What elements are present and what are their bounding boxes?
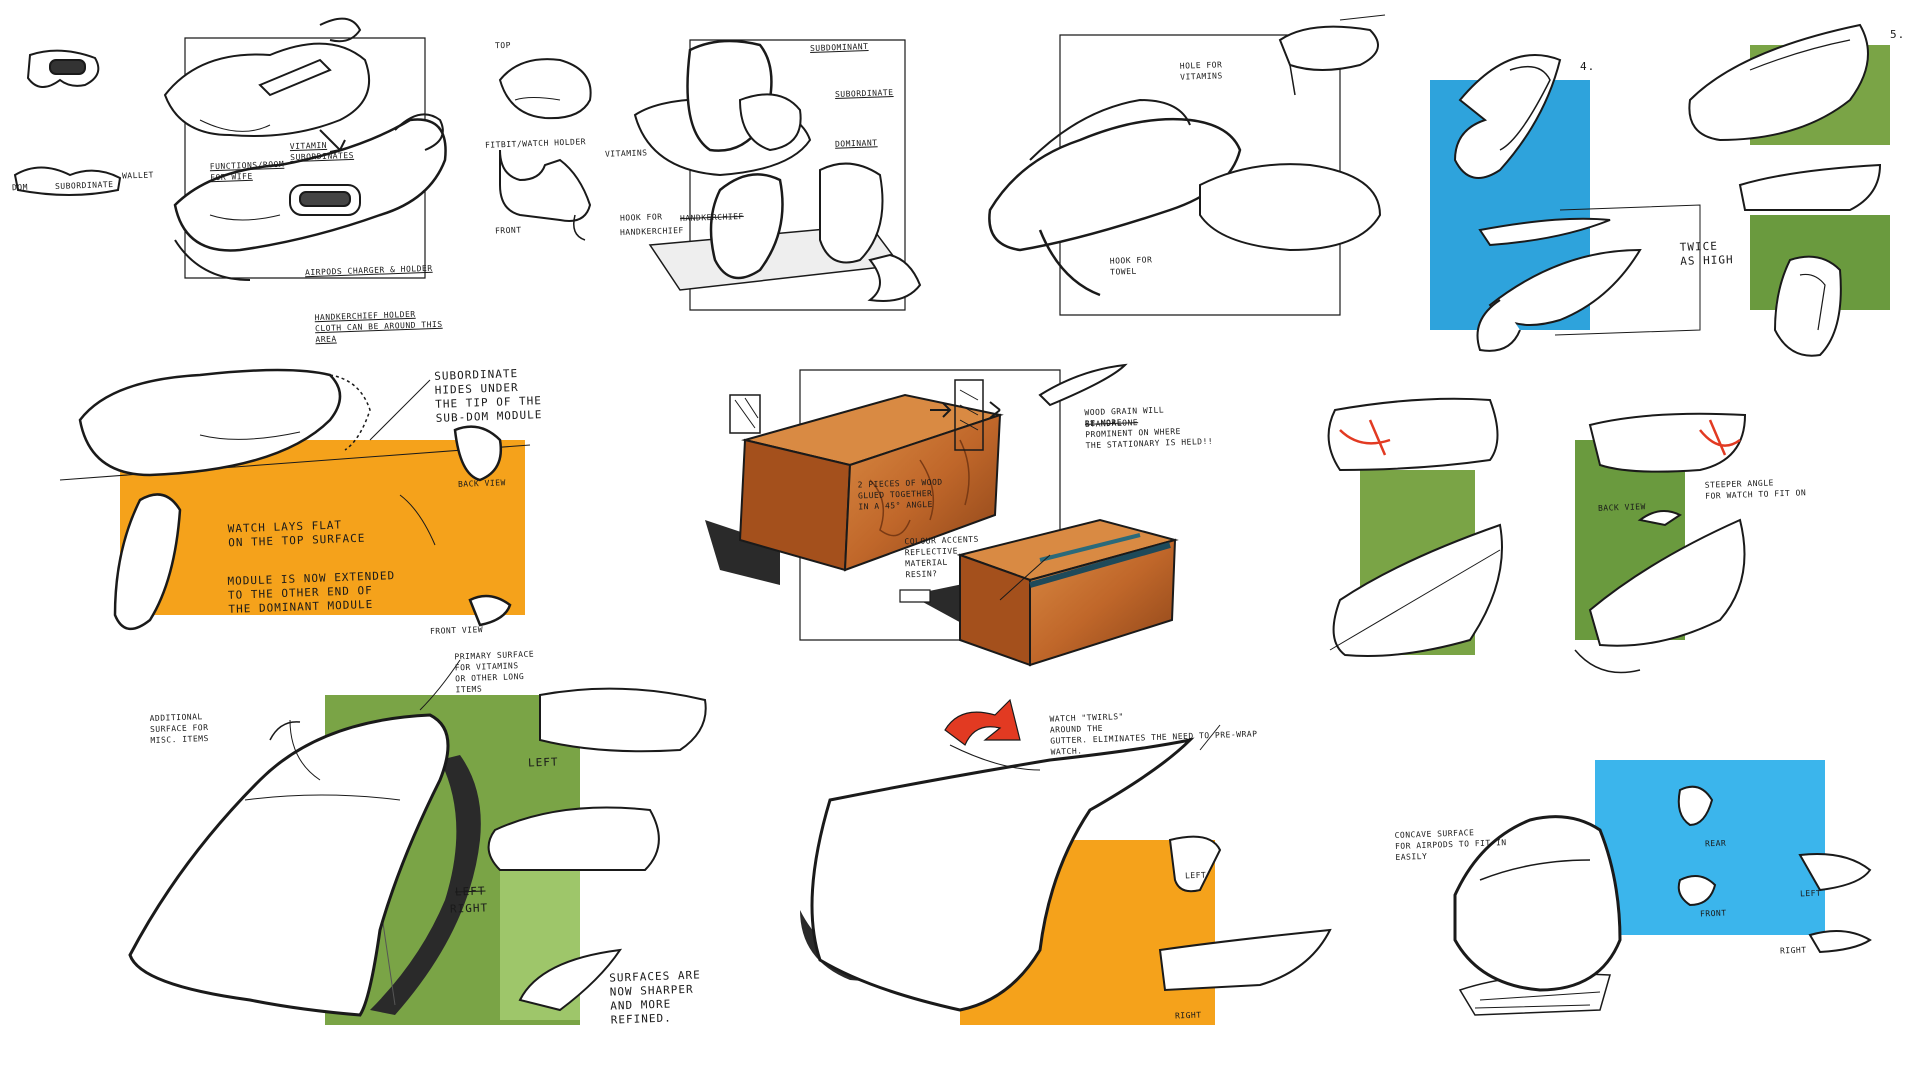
sketch-panel-towel-hook — [989, 15, 1385, 315]
note-handkerchief-holder: HANDKERCHIEF HOLDER CLOTH CAN BE AROUND … — [314, 309, 443, 345]
note-dom: DOM — [11, 182, 29, 193]
note-front-2: FRONT — [1699, 908, 1727, 919]
note-dominant: DOMINANT — [834, 138, 878, 149]
note-hook-for-towel: HOOK FOR TOWEL — [1109, 255, 1153, 277]
note-left-1: LEFT — [527, 755, 559, 770]
annotation-leader-lines — [290, 380, 1220, 780]
note-right-3: RIGHT — [1779, 945, 1807, 956]
sketch-panel-fitbit-holder — [500, 59, 591, 240]
sketch-panel-green-board-mid — [1329, 399, 1745, 673]
note-number-5: 5. — [1890, 28, 1906, 41]
note-vitamins: VITAMINS — [604, 148, 648, 159]
note-module-extended: MODULE IS NOW EXTENDED TO THE OTHER END … — [227, 569, 396, 616]
note-subordinate-hides: SUBORDINATE HIDES UNDER THE TIP OF THE S… — [434, 366, 543, 425]
note-additional-surface: ADDITIONAL SURFACE FOR MISC. ITEMS — [149, 712, 210, 746]
note-watch-lays-flat: WATCH LAYS FLAT ON THE TOP SURFACE — [227, 518, 366, 550]
sketch-panel-twirl-watch — [800, 700, 1330, 1025]
sketch-panel-green-board-bottom — [130, 689, 706, 1025]
note-handkerchief-struck: HANDKERCHIEF — [679, 211, 744, 224]
note-left-struck: LEFT — [454, 884, 486, 899]
note-subdominant: SUBDOMINANT — [809, 41, 869, 54]
sketch-panel-airpods-holder — [15, 19, 446, 280]
note-left-3: LEFT — [1799, 888, 1822, 899]
note-two-pieces-wood: 2 PIECES OF WOOD GLUED TOGETHER IN A 45°… — [857, 477, 943, 512]
note-colour-accents: COLOUR ACCENTS REFLECTIVE MATERIAL RESIN… — [904, 534, 979, 580]
note-steeper-angle: STEEPER ANGLE FOR WATCH TO FIT ON — [1704, 478, 1807, 501]
note-wallet: WALLET — [121, 170, 155, 181]
sky-marker-block — [1595, 760, 1825, 935]
note-primary-surface: PRIMARY SURFACE FOR VITAMINS OR OTHER LO… — [454, 649, 535, 695]
note-subordinate: SUBORDINATE — [54, 179, 114, 192]
note-back-view: BACK VIEW — [457, 478, 507, 489]
note-wood-grain: WOOD GRAIN WILL BE MORE PROMINENT ON WHE… — [1084, 405, 1214, 451]
sketch-panel-wood-block — [705, 365, 1175, 665]
note-right-1: RIGHT — [449, 901, 489, 916]
sketch-panel-airpods-concave — [1455, 760, 1870, 1015]
note-concave-surface: CONCAVE SURFACE FOR AIRPODS TO FIT IN EA… — [1394, 828, 1507, 862]
note-back-view-2: BACK VIEW — [1597, 502, 1647, 513]
note-front-view: FRONT VIEW — [429, 625, 484, 636]
sketch-panel-orange-board — [60, 370, 530, 629]
note-front: FRONT — [494, 225, 522, 236]
note-handkerchief: HANDKERCHIEF — [619, 225, 684, 238]
note-number-4: 4. — [1580, 60, 1596, 73]
note-vitamin-subordinates: VITAMIN SUBORDINATES — [289, 140, 355, 163]
note-functions-room: FUNCTIONS/ROOM FOR WIFE — [209, 159, 285, 183]
sketch-panel-blue-board — [1430, 55, 1700, 351]
note-hook-for: HOOK FOR — [619, 212, 663, 223]
note-subordinate-2: SUBORDINATE — [834, 87, 894, 100]
note-right-2: RIGHT — [1174, 1010, 1202, 1021]
sketch-panel-green-board-top — [1689, 25, 1890, 356]
sketch-panel-dominant-cluster — [635, 40, 920, 310]
note-rear: REAR — [1704, 838, 1727, 849]
note-left-2: LEFT — [1184, 870, 1207, 881]
note-hole-for-vitamins: HOLE FOR VITAMINS — [1179, 60, 1223, 82]
note-watch-twirls: WATCH "TWIRLS" AROUND THE GUTTER. ELIMIN… — [1049, 712, 1258, 757]
note-top: TOP — [494, 40, 512, 51]
note-surfaces-sharper: SURFACES ARE NOW SHARPER AND MORE REFINE… — [609, 968, 701, 1027]
note-twice-as-high: TWICE AS HIGH — [1679, 239, 1734, 268]
